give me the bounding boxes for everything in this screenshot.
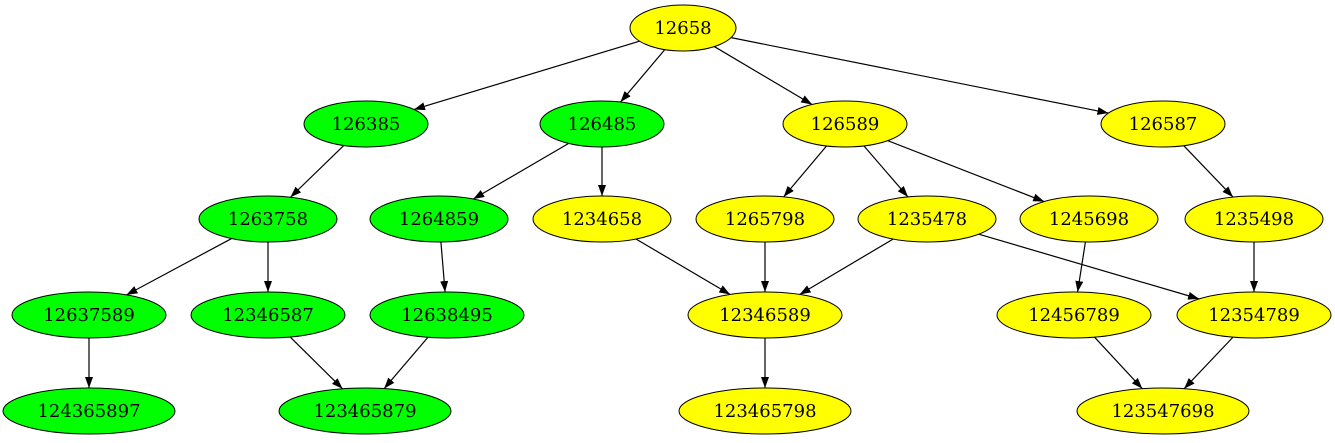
node-123465798: 123465798	[678, 387, 852, 435]
edge-1235478-12354789	[978, 233, 1200, 300]
edge-126589-1245698	[887, 140, 1045, 203]
node-ellipse	[1100, 100, 1226, 148]
edge-12658-126587	[731, 37, 1109, 115]
node-1235478: 1235478	[857, 195, 997, 243]
edge-126485-1264859	[472, 142, 570, 200]
node-ellipse	[369, 291, 525, 339]
edges	[85, 37, 1258, 390]
node-label: 1235478	[887, 209, 967, 230]
node-label: 123465798	[713, 401, 816, 422]
edge-12354789-123547698	[1183, 336, 1234, 390]
node-label: 124365897	[37, 401, 140, 422]
node-ellipse	[303, 100, 429, 148]
node-ellipse	[190, 291, 346, 339]
node-124365897: 124365897	[2, 387, 176, 435]
node-12638495: 12638495	[369, 291, 525, 339]
node-label: 123465879	[313, 401, 416, 422]
edge-126385-1263758	[290, 145, 345, 198]
node-ellipse	[996, 291, 1152, 339]
edge-1234658-12346589	[635, 238, 731, 296]
node-label: 126587	[1129, 114, 1198, 135]
node-12456789: 12456789	[996, 291, 1152, 339]
node-12637589: 12637589	[11, 291, 167, 339]
node-label: 1234658	[562, 209, 642, 230]
edge-126587-1235498	[1183, 145, 1234, 198]
node-label: 12456789	[1028, 305, 1120, 326]
node-label: 126589	[811, 114, 880, 135]
node-label: 12346587	[222, 305, 314, 326]
node-ellipse	[198, 195, 338, 243]
node-1245698: 1245698	[1019, 195, 1159, 243]
node-ellipse	[687, 291, 843, 339]
node-ellipse	[1019, 195, 1159, 243]
edge-1264859-12638495	[440, 241, 449, 293]
node-label: 123547698	[1111, 401, 1214, 422]
node-ellipse	[2, 387, 176, 435]
node-label: 1245698	[1049, 209, 1129, 230]
node-ellipse	[678, 387, 852, 435]
node-ellipse	[278, 387, 452, 435]
node-label: 12346589	[719, 305, 811, 326]
node-126587: 126587	[1100, 100, 1226, 148]
node-ellipse	[857, 195, 997, 243]
node-label: 12354789	[1208, 305, 1300, 326]
node-label: 12638495	[401, 305, 493, 326]
node-1264859: 1264859	[369, 195, 509, 243]
edge-1235478-12346589	[799, 238, 894, 295]
node-ellipse	[539, 100, 665, 148]
node-label: 1263758	[228, 209, 308, 230]
edge-12658-126589	[714, 46, 813, 106]
node-label: 126485	[568, 114, 637, 135]
edge-1263758-12637589	[126, 238, 232, 296]
node-label: 1264859	[399, 209, 479, 230]
node-12346587: 12346587	[190, 291, 346, 339]
edge-12638495-123465879	[383, 336, 429, 389]
edge-12658-126385	[413, 40, 640, 111]
edge-12456789-123547698	[1094, 336, 1143, 390]
edge-126589-1265798	[783, 145, 827, 198]
node-ellipse	[1184, 195, 1324, 243]
node-ellipse	[695, 195, 835, 243]
node-12354789: 12354789	[1176, 291, 1332, 339]
node-label: 1235498	[1214, 209, 1294, 230]
node-ellipse	[629, 4, 737, 52]
node-ellipse	[782, 100, 908, 148]
node-12658: 12658	[629, 4, 737, 52]
edge-126589-1235478	[863, 145, 909, 198]
node-ellipse	[1176, 291, 1332, 339]
edge-12658-126485	[620, 49, 666, 103]
edge-1245698-12456789	[1075, 241, 1087, 293]
node-label: 12658	[654, 18, 711, 39]
node-label: 126385	[332, 114, 401, 135]
node-126485: 126485	[539, 100, 665, 148]
node-126385: 126385	[303, 100, 429, 148]
node-1265798: 1265798	[695, 195, 835, 243]
node-126589: 126589	[782, 100, 908, 148]
node-ellipse	[11, 291, 167, 339]
node-ellipse	[1076, 387, 1250, 435]
node-1234658: 1234658	[532, 195, 672, 243]
node-123547698: 123547698	[1076, 387, 1250, 435]
node-label: 12637589	[43, 305, 135, 326]
node-123465879: 123465879	[278, 387, 452, 435]
node-12346589: 12346589	[687, 291, 843, 339]
node-label: 1265798	[725, 209, 805, 230]
edge-12346587-123465879	[289, 336, 343, 390]
node-1235498: 1235498	[1184, 195, 1324, 243]
node-ellipse	[532, 195, 672, 243]
node-ellipse	[369, 195, 509, 243]
nodes: 12658 126385 126485 126589 126587 1263758 1264…	[2, 4, 1332, 435]
node-1263758: 1263758	[198, 195, 338, 243]
